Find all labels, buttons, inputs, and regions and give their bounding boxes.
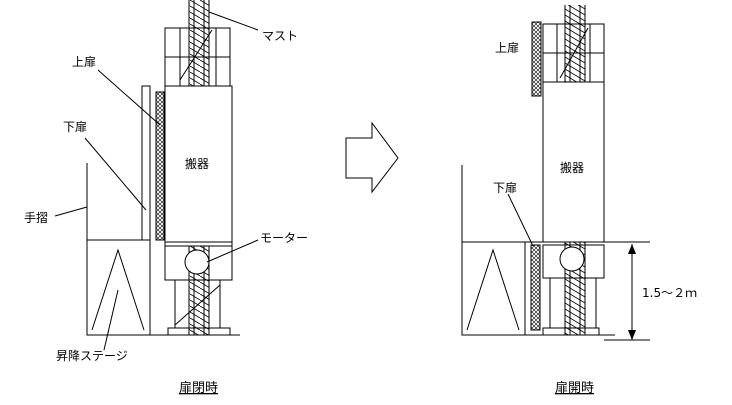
right-diagram: 上扉 搬器 下扉 1.5～２ｍ 扉開時 [461, 5, 697, 396]
motor-leader-line [206, 239, 259, 263]
left-motor-assembly [164, 245, 233, 281]
right-lower-door-label: 下扉 [493, 181, 517, 195]
left-motor [184, 249, 210, 275]
handrail-label: 手摺 [24, 210, 48, 225]
right-upper-door [531, 21, 542, 97]
motor-label: モーター [260, 231, 308, 245]
mast-leader-line [208, 11, 259, 31]
left-upper-door [155, 91, 165, 241]
right-mast-frame [542, 23, 605, 83]
left-lift-stage [86, 239, 151, 336]
right-lower-door [530, 244, 541, 331]
upper-door-leader-line [97, 69, 161, 126]
right-lift-stage [461, 241, 526, 336]
left-diagram: マスト 上扉 下扉 手摺 搬器 モーター 昇降ステージ 扉閉時 [24, 0, 308, 396]
left-lower-mast [174, 280, 221, 328]
right-lower-mast [549, 278, 597, 328]
right-arrow-icon [345, 121, 399, 194]
left-handrail [86, 163, 142, 241]
lower-door-leader-line [84, 137, 147, 211]
right-lower-door-leader-line [507, 193, 534, 247]
lower-door-label: 下扉 [63, 120, 87, 134]
right-caption: 扉開時 [555, 380, 594, 396]
right-carrier-label: 搬器 [560, 160, 584, 175]
carrier-label: 搬器 [185, 156, 209, 171]
handrail-leader-line [54, 206, 88, 217]
right-motor-assembly [542, 244, 605, 279]
lift-stage-leader-line [103, 289, 119, 351]
upper-door-label: 上扉 [72, 55, 96, 69]
lift-stage-label: 昇降ステージ [56, 349, 128, 363]
left-carrier [164, 85, 233, 247]
right-motor [559, 246, 585, 272]
height-label: 1.5～２ｍ [642, 286, 697, 300]
left-lower-door [141, 85, 151, 241]
height-dimension [604, 244, 650, 341]
right-upper-door-label: 上扉 [495, 41, 519, 55]
right-handrail [461, 165, 650, 243]
left-caption: 扉閉時 [179, 380, 218, 396]
mast-label: マスト [262, 29, 298, 43]
